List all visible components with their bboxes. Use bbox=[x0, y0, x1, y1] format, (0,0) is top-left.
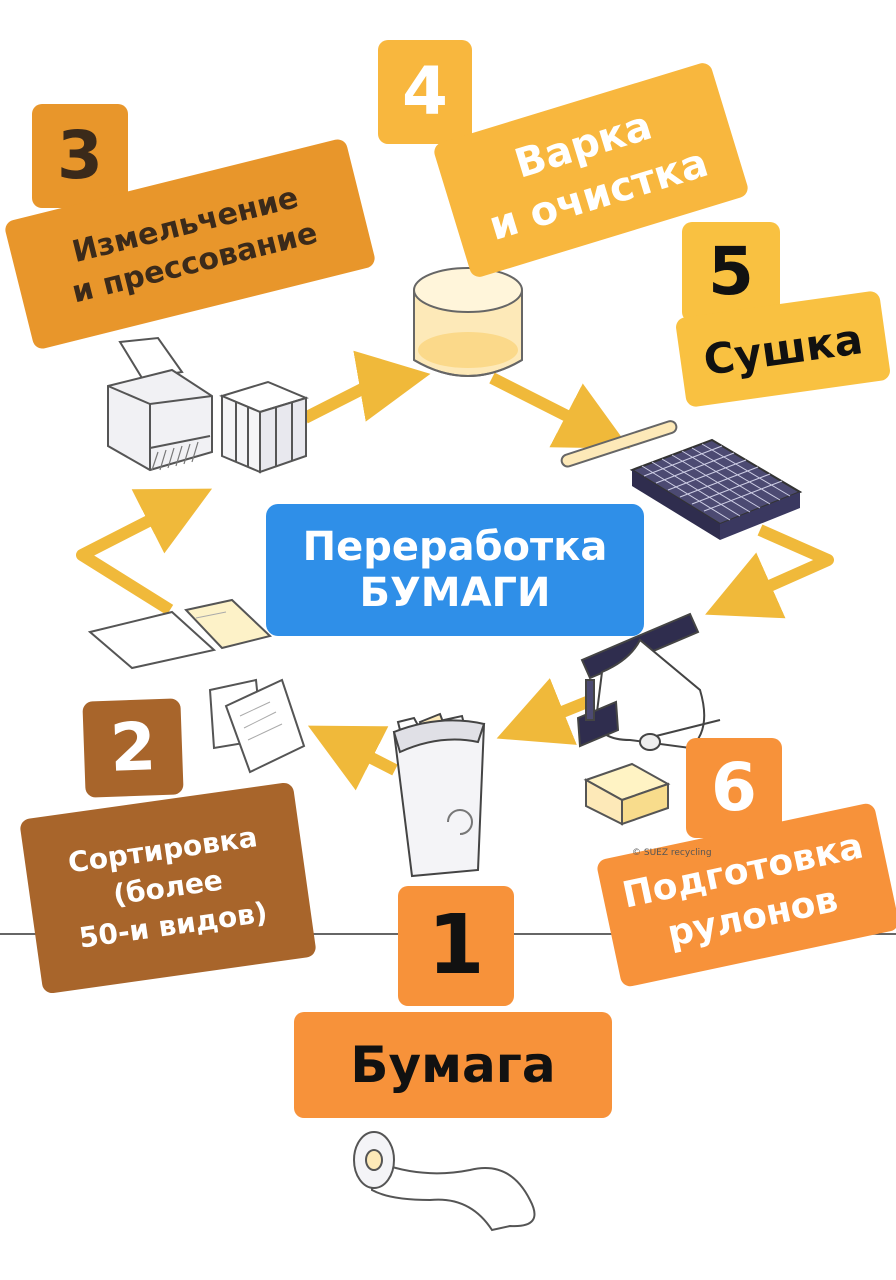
image-credit: © SUEZ recycling bbox=[632, 848, 712, 858]
center-title: Переработка БУМАГИ bbox=[266, 504, 644, 636]
toilet-roll-icon bbox=[353, 1131, 536, 1232]
step-1-text: Бумага bbox=[350, 1036, 556, 1094]
shredder-icon bbox=[107, 336, 213, 472]
sorted-paper-icon bbox=[208, 678, 306, 774]
paper-roll-machine-icon bbox=[576, 612, 721, 751]
drying-felt-icon bbox=[560, 420, 803, 540]
center-title-line2: БУМАГИ bbox=[359, 570, 551, 616]
step-5-number-text: 5 bbox=[708, 233, 754, 310]
bale-icon bbox=[219, 380, 309, 474]
step-2-number: 2 bbox=[82, 698, 184, 798]
arrow-3-to-4 bbox=[302, 350, 431, 424]
recycle-bin-icon bbox=[392, 712, 486, 878]
step-3-number-text: 3 bbox=[57, 117, 103, 194]
center-title-line1: Переработка bbox=[302, 524, 608, 570]
step-4-number: 4 bbox=[378, 40, 472, 144]
arrow-1-to-2 bbox=[307, 725, 398, 791]
arrow-6-to-1 bbox=[496, 678, 595, 745]
step-2-number-text: 2 bbox=[108, 708, 158, 787]
step-1-number-text: 1 bbox=[427, 898, 485, 993]
step-3-number: 3 bbox=[32, 104, 128, 208]
envelope-icon bbox=[87, 598, 273, 670]
arrow-5-to-6 bbox=[705, 524, 834, 619]
step-6-number: 6 bbox=[686, 738, 782, 838]
arrow-4-to-5 bbox=[489, 372, 630, 449]
step-5-text: Сушка bbox=[700, 313, 866, 385]
step-1-label: Бумага bbox=[294, 1012, 612, 1118]
pulper-tank-icon bbox=[413, 267, 523, 377]
paper-stack-icon bbox=[583, 762, 671, 826]
cycle-arrows bbox=[76, 350, 834, 791]
step-4-number-text: 4 bbox=[402, 53, 448, 130]
step-1-number: 1 bbox=[398, 886, 514, 1006]
step-6-number-text: 6 bbox=[711, 749, 757, 826]
step-2-text: Сортировка (более 50-и видов) bbox=[66, 820, 270, 955]
arrow-2-to-3 bbox=[76, 488, 213, 616]
